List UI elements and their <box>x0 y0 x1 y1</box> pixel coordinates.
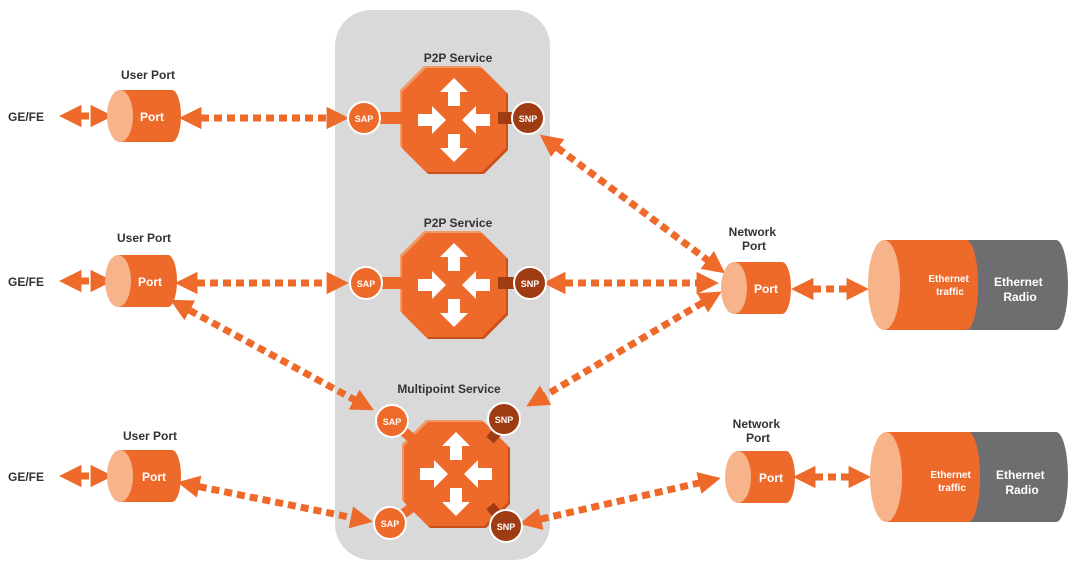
sap-endpoint[interactable] <box>375 404 409 438</box>
snp-endpoint[interactable] <box>513 266 547 300</box>
user-port-label: User Port <box>123 429 177 443</box>
cylinder-port-icon <box>721 262 747 314</box>
port-label: Port <box>142 470 166 484</box>
connections <box>59 104 871 530</box>
cylinder-port-icon <box>107 90 133 142</box>
cylinder-port-icon <box>105 255 131 307</box>
network-port-label: Network Port <box>733 417 784 445</box>
gefe-label-3: GE/FE <box>8 470 44 484</box>
user-port-label: User Port <box>121 68 175 82</box>
link-snp4-netport2 <box>519 472 721 530</box>
gefe-label-2: GE/FE <box>8 275 44 289</box>
port-label: Port <box>140 110 164 124</box>
cylinder-port-icon <box>725 451 751 503</box>
link-netport1-snp3 <box>526 291 722 407</box>
router-octagon-icon <box>400 66 508 174</box>
router-octagon-icon <box>400 231 508 339</box>
sap-endpoint[interactable] <box>373 506 407 540</box>
port-label: Port <box>138 275 162 289</box>
user-port-3[interactable]: User Port Port <box>107 429 181 502</box>
network-port-2[interactable]: Network Port Port <box>725 417 795 503</box>
p2p-service-1[interactable]: P2P Service SAP SNP <box>347 51 545 174</box>
user-port-1[interactable]: User Port Port <box>107 68 181 142</box>
ethernet-traffic-label: Ethernet traffic <box>928 274 971 298</box>
port-label: Port <box>759 471 783 485</box>
p2p-service-2[interactable]: P2P Service SAP SNP <box>349 216 547 339</box>
port-label: Port <box>754 282 778 296</box>
ethernet-radio-label: Ethernet Radio <box>994 275 1046 304</box>
cylinder-radio-icon <box>868 240 900 330</box>
snp-label: SNP <box>521 279 540 289</box>
snp-endpoint[interactable] <box>487 402 521 436</box>
network-port-label: Network Port <box>729 225 780 253</box>
link-port3-sap4 <box>177 475 373 529</box>
user-port-label: User Port <box>117 231 171 245</box>
ethernet-radio-label: Ethernet Radio <box>996 468 1048 497</box>
ethernet-radio-1[interactable]: Ethernet traffic Ethernet Radio <box>868 240 1068 330</box>
multipoint-service-label: Multipoint Service <box>397 382 501 396</box>
sap-endpoint[interactable] <box>347 101 381 135</box>
link-port2-sap3 <box>170 299 374 411</box>
p2p-service-label: P2P Service <box>424 51 493 65</box>
user-port-2[interactable]: User Port Port <box>105 231 177 307</box>
snp-label: SNP <box>519 114 538 124</box>
sap-endpoint[interactable] <box>349 266 383 300</box>
snp-label: SNP <box>497 522 516 532</box>
link-snp1-netport1 <box>539 134 726 274</box>
gefe-label-1: GE/FE <box>8 110 44 124</box>
ethernet-traffic-label: Ethernet traffic <box>930 470 973 494</box>
cylinder-radio-icon <box>870 432 902 522</box>
cylinder-port-icon <box>107 450 133 502</box>
ethernet-radio-2[interactable]: Ethernet traffic Ethernet Radio <box>870 432 1068 522</box>
p2p-service-label: P2P Service <box>424 216 493 230</box>
network-port-1[interactable]: Network Port Port <box>721 225 791 314</box>
sap-label: SAP <box>383 417 402 427</box>
sap-label: SAP <box>381 519 400 529</box>
snp-label: SNP <box>495 415 514 425</box>
snp-endpoint[interactable] <box>489 509 523 543</box>
multipoint-service[interactable]: Multipoint Service SAP SNP SAP SNP <box>373 382 523 543</box>
sap-label: SAP <box>355 114 374 124</box>
snp-endpoint[interactable] <box>511 101 545 135</box>
sap-label: SAP <box>357 279 376 289</box>
